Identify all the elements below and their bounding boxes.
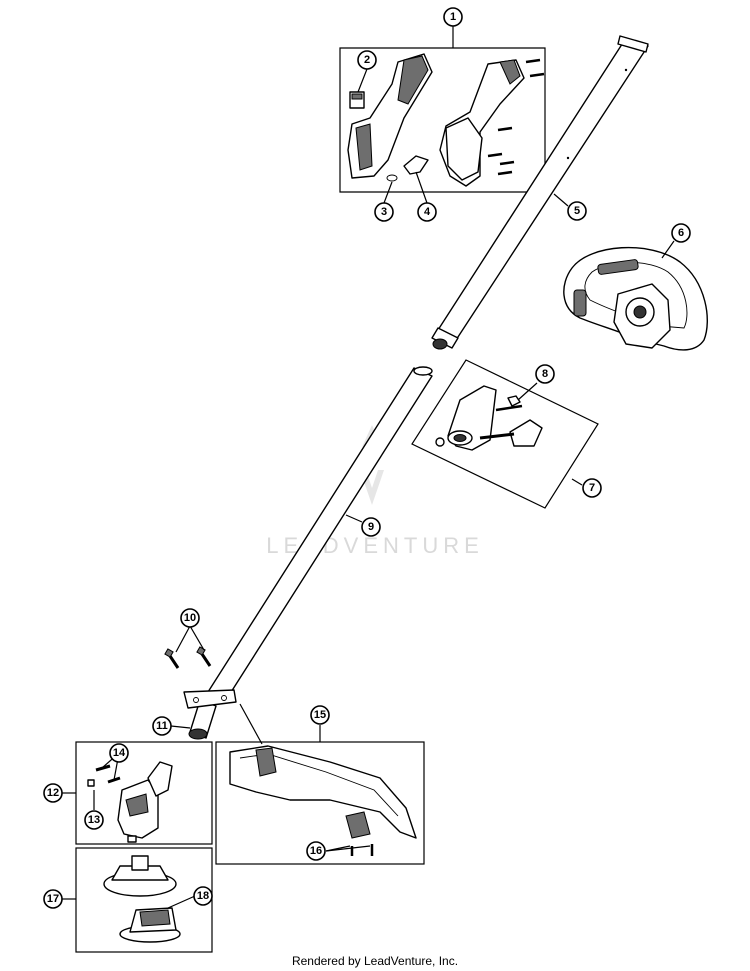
handle-assembly (347, 53, 545, 187)
gearbox (87, 761, 173, 843)
svg-text:17: 17 (47, 893, 59, 905)
callout-1: 1 (443, 7, 463, 27)
box-clamp-assembly (411, 359, 599, 509)
svg-text:11: 11 (156, 720, 168, 732)
svg-text:3: 3 (381, 206, 387, 218)
spool-assembly (103, 855, 181, 943)
callout-6: 6 (671, 223, 691, 243)
box-spool (75, 847, 213, 953)
callout-8: 8 (535, 364, 555, 384)
guard (229, 745, 417, 856)
callout-2: 2 (357, 50, 377, 70)
callout-9: 9 (361, 517, 381, 537)
svg-text:13: 13 (88, 814, 100, 826)
callout-17: 17 (43, 889, 63, 909)
callout-16: 16 (306, 841, 326, 861)
svg-text:16: 16 (310, 845, 322, 857)
callout-13: 13 (84, 810, 104, 830)
guard-bracket (183, 689, 263, 745)
callout-18: 18 (193, 886, 213, 906)
callout-15: 15 (310, 705, 330, 725)
callout-14: 14 (109, 743, 129, 763)
leader-lines (62, 26, 675, 909)
callout-4: 4 (417, 202, 437, 222)
callout-11: 11 (152, 716, 172, 736)
svg-text:12: 12 (47, 787, 59, 799)
callout-5: 5 (567, 201, 587, 221)
front-handle (563, 246, 708, 351)
callout-3: 3 (374, 202, 394, 222)
svg-text:4: 4 (424, 206, 431, 218)
svg-text:9: 9 (368, 521, 374, 533)
svg-text:6: 6 (678, 227, 684, 239)
svg-text:14: 14 (113, 747, 126, 759)
clamp-assembly (435, 385, 543, 451)
svg-text:18: 18 (197, 890, 209, 902)
callout-7: 7 (582, 478, 602, 498)
svg-text:1: 1 (450, 11, 456, 23)
screws-10 (164, 646, 212, 669)
footer-credit: Rendered by LeadVenture, Inc. (291, 954, 459, 968)
svg-text:2: 2 (364, 54, 370, 66)
svg-text:15: 15 (314, 709, 326, 721)
svg-text:10: 10 (184, 612, 196, 624)
svg-text:8: 8 (542, 368, 548, 380)
svg-text:5: 5 (574, 205, 580, 217)
upper-shaft (431, 35, 649, 350)
svg-text:7: 7 (589, 482, 595, 494)
callout-12: 12 (43, 783, 63, 803)
callout-10: 10 (180, 608, 200, 628)
